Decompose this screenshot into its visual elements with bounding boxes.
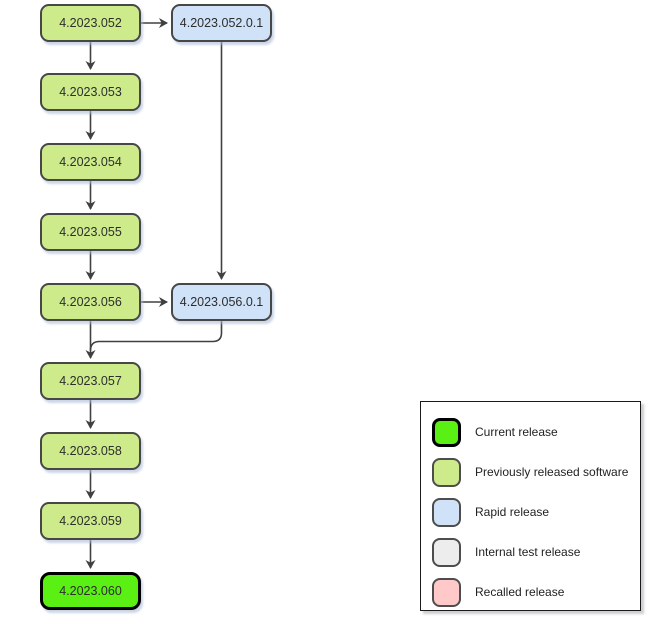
- rapid-release-swatch: [432, 497, 461, 527]
- current-release-swatch: [432, 417, 461, 447]
- node-4-2023-058: 4.2023.058: [40, 432, 141, 470]
- node-4-2023-052: 4.2023.052: [40, 4, 141, 42]
- legend-item-internal: Internal test release: [432, 532, 640, 572]
- node-4-2023-054: 4.2023.054: [40, 143, 141, 181]
- legend-label: Recalled release: [475, 585, 565, 599]
- legend-item-rapid: Rapid release: [432, 492, 640, 532]
- legend-label: Current release: [475, 425, 558, 439]
- edge-0561-057: [89, 321, 223, 351]
- node-4-2023-057: 4.2023.057: [40, 362, 141, 400]
- node-4-2023-056-0-1: 4.2023.056.0.1: [171, 283, 272, 321]
- node-4-2023-060: 4.2023.060: [40, 572, 141, 610]
- node-4-2023-055: 4.2023.055: [40, 213, 141, 251]
- recalled-release-swatch: [432, 577, 461, 607]
- node-4-2023-053: 4.2023.053: [40, 73, 141, 111]
- node-4-2023-059: 4.2023.059: [40, 502, 141, 540]
- legend-item-current: Current release: [432, 412, 640, 452]
- node-4-2023-056: 4.2023.056: [40, 283, 141, 321]
- node-4-2023-052-0-1: 4.2023.052.0.1: [171, 4, 272, 42]
- legend-item-recalled: Recalled release: [432, 572, 640, 612]
- legend-label: Previously released software: [475, 465, 629, 479]
- legend-label: Internal test release: [475, 545, 581, 559]
- legend: Current release Previously released soft…: [420, 401, 641, 611]
- previously-released-swatch: [432, 457, 461, 487]
- legend-item-released: Previously released software: [432, 452, 640, 492]
- internal-test-swatch: [432, 537, 461, 567]
- legend-label: Rapid release: [475, 505, 550, 519]
